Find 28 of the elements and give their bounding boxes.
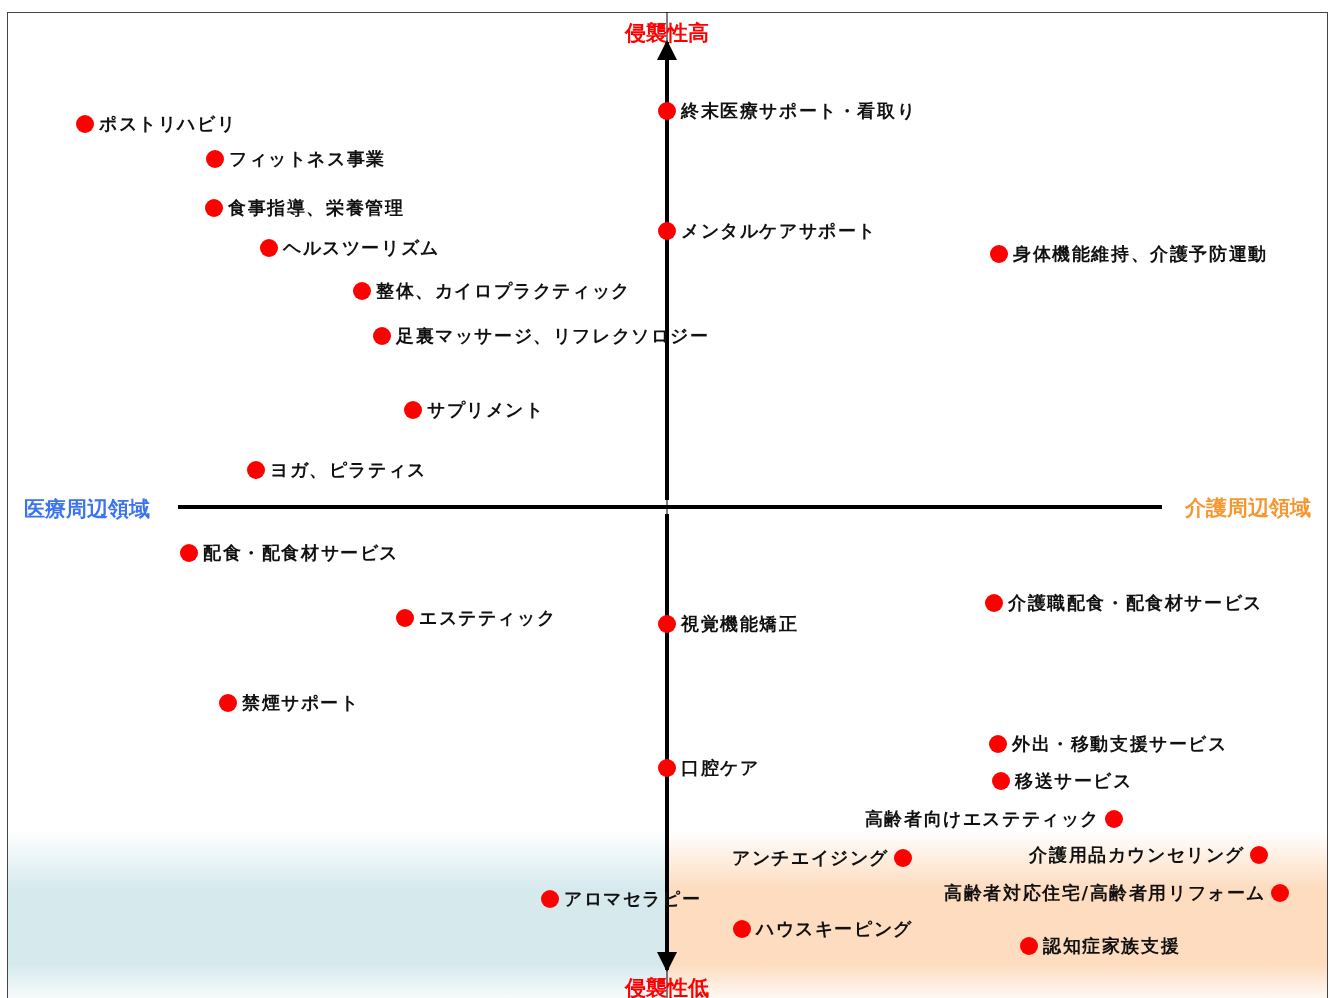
item-label: 外出・移動支援サービス — [1012, 732, 1228, 756]
item-label: 介護職配食・配食材サービス — [1008, 591, 1263, 615]
axis-label: 介護周辺領域 — [1185, 496, 1311, 520]
item-label: 介護用品カウンセリング — [1029, 843, 1245, 867]
axis-label: 医療周辺領域 — [24, 497, 150, 521]
item-label: 移送サービス — [1015, 769, 1133, 793]
item-label: 認知症家族支援 — [1043, 934, 1181, 958]
item-label: 高齢者向けエステティック — [864, 807, 1100, 831]
item-label: 高齢者対応住宅/高齢者用リフォーム — [944, 881, 1266, 905]
axis-label: 侵襲性低 — [625, 976, 709, 998]
item-label: 終末医療サポート・看取り — [681, 99, 917, 123]
item-label: 食事指導、栄養管理 — [228, 196, 405, 220]
item-label: 口腔ケア — [681, 756, 760, 780]
item-label: ヨガ、ピラティス — [270, 458, 427, 482]
item-label: ヘルスツーリズム — [283, 236, 440, 260]
item-label: アンチエイジング — [732, 846, 889, 870]
item-label: 禁煙サポート — [242, 691, 360, 715]
item-label: ポストリハビリ — [99, 112, 237, 136]
item-label: ハウスキーピング — [756, 917, 913, 941]
item-label: 整体、カイロプラクティック — [376, 279, 631, 303]
item-label: フィットネス事業 — [229, 147, 386, 171]
axis-label: 侵襲性高 — [625, 21, 709, 45]
item-label: 配食・配食材サービス — [203, 541, 399, 565]
item-label: 視覚機能矯正 — [681, 612, 799, 636]
item-label: 身体機能維持、介護予防運動 — [1013, 242, 1268, 266]
item-label: サプリメント — [427, 398, 545, 422]
item-label: エステティック — [419, 606, 557, 630]
item-label: メンタルケアサポート — [681, 219, 877, 243]
